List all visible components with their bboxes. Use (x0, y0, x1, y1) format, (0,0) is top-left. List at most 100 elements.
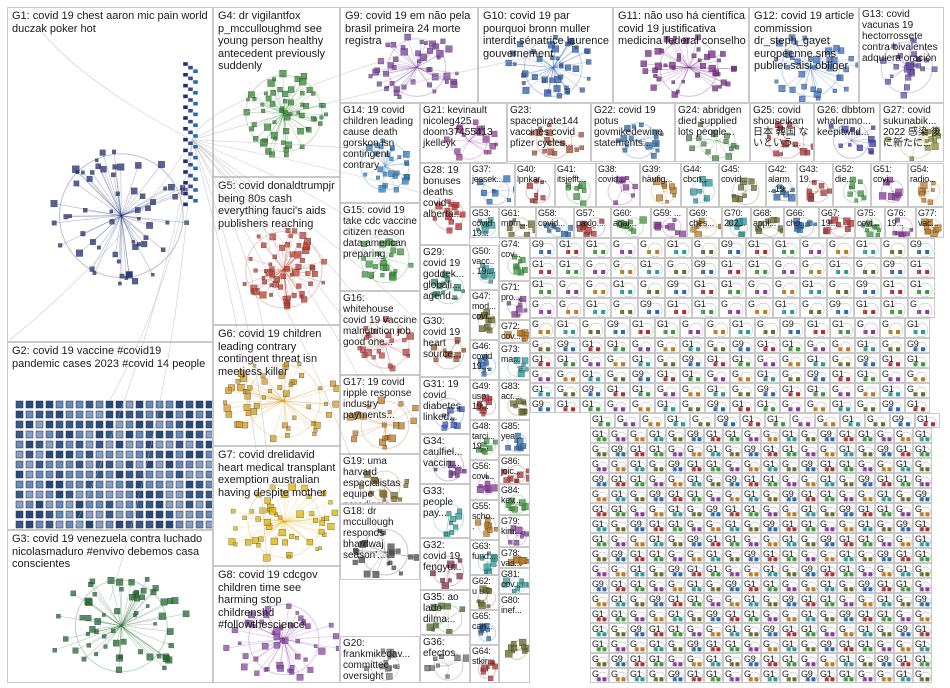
group-label: G1 (858, 504, 870, 514)
cluster-graphic (544, 217, 573, 237)
cluster-graphic (793, 217, 818, 237)
cluster-graphic (475, 436, 498, 455)
group-panel-small: G9 (609, 653, 628, 668)
group-panel-small: G (799, 443, 818, 458)
group-label: G9 (915, 594, 927, 604)
cluster-graphic (713, 386, 727, 397)
group-label: G (707, 369, 714, 379)
group-panel-small: G1 (530, 353, 555, 368)
group-panel-small: G (800, 298, 827, 318)
cluster-graphic (596, 491, 608, 502)
group-label: G (792, 414, 799, 424)
cluster-graphic (813, 386, 827, 397)
cluster-graphic (476, 394, 497, 417)
cluster-graphic (672, 551, 684, 562)
cluster-graphic (615, 446, 627, 457)
group-label: G (858, 669, 865, 679)
cluster-graphic (767, 461, 779, 472)
group-label: G1 (907, 319, 919, 329)
group-panel-small: G9 (827, 298, 854, 318)
cluster-graphic (566, 262, 582, 277)
group-panel-small: G1 (799, 488, 818, 503)
group-label: G (882, 369, 889, 379)
group-label: G1 (782, 654, 794, 664)
group-label: G (782, 369, 789, 379)
group-label: G1 (910, 259, 922, 269)
cluster-graphic (701, 282, 717, 297)
cluster-graphic (613, 401, 627, 412)
cluster-graphic (672, 476, 684, 487)
group-panel-small: G (590, 668, 609, 683)
cluster-graphic (767, 611, 779, 622)
group-label: G1 (592, 414, 604, 424)
group-label: G1 (744, 609, 756, 619)
group-label: G (896, 489, 903, 499)
group-panel-small: G (580, 318, 605, 338)
group-label: G68: appl... (753, 208, 777, 228)
group-label: G (559, 279, 566, 289)
cluster-graphic (881, 566, 893, 577)
group-panel-small: G9 (780, 488, 799, 503)
cluster-graphic (863, 282, 879, 297)
group-panel-small: G1 (665, 298, 692, 318)
group-label: G1 (706, 549, 718, 559)
cluster-graphic (729, 581, 741, 592)
cluster-graphic (805, 641, 817, 652)
group-label: G (832, 354, 839, 364)
group-label: G1 (782, 429, 794, 439)
group-panel-small: G1 (555, 318, 580, 338)
group-panel-small: G9 (530, 398, 555, 413)
group-panel-small: G (666, 653, 685, 668)
group-label: G1 (687, 564, 699, 574)
group-label: G9 (640, 299, 652, 309)
cluster-graphic (838, 371, 852, 382)
group-label: G9 (611, 444, 623, 454)
group-label: G1 (782, 549, 794, 559)
group-panel-small: G (665, 258, 692, 278)
cluster-graphic (763, 386, 777, 397)
group-label: G (725, 669, 732, 679)
group-label: G1 (896, 474, 908, 484)
group-panel-small: G9 (605, 318, 630, 338)
group-label: G1 (744, 489, 756, 499)
cluster-graphic (755, 302, 771, 317)
cluster-graphic (620, 262, 636, 277)
group-panel-small: G1 (913, 653, 932, 668)
group-panel-small: G9 (894, 518, 913, 533)
group-label: G1 (858, 624, 870, 634)
group-label: G (763, 489, 770, 499)
group-panel-g86: G86: joic... (499, 455, 530, 484)
group-panel-g68: G68: appl... (751, 207, 784, 238)
group-panel-small: G9 (742, 443, 761, 458)
cluster-graphic (805, 446, 817, 457)
cluster-graphic (838, 401, 852, 412)
group-label: G35: ao lado dilma... (423, 592, 459, 625)
group-label: G (877, 459, 884, 469)
cluster-graphic (824, 431, 836, 442)
group-label: G (857, 384, 864, 394)
group-label: G1 (668, 489, 680, 499)
cluster-graphic (900, 656, 912, 667)
cluster-graphic (538, 401, 552, 412)
group-label: G (832, 339, 839, 349)
cluster-graphic (786, 626, 798, 637)
group-label: G49: uso 19... (472, 381, 491, 411)
group-panel-small: G1 (837, 443, 856, 458)
group-label: G (725, 444, 732, 454)
group-label: G1 (706, 669, 718, 679)
cluster-graphic (738, 322, 754, 337)
group-label: G (592, 654, 599, 664)
group-panel-small: G9 (685, 533, 704, 548)
group-label: G58: covid... (538, 208, 565, 228)
group-label: G (744, 669, 751, 679)
group-panel-small: G (704, 518, 723, 533)
group-label: G1 (907, 354, 919, 364)
group-label: G43: 19... (799, 164, 818, 184)
group-panel-small: G1 (666, 623, 685, 638)
group-label: G1 (775, 239, 787, 249)
cluster-graphic (710, 536, 722, 547)
group-panel-small: G (742, 668, 761, 683)
cluster-graphic (824, 536, 836, 547)
group-panel-small: G1 (765, 413, 790, 428)
cluster-graphic (634, 536, 646, 547)
